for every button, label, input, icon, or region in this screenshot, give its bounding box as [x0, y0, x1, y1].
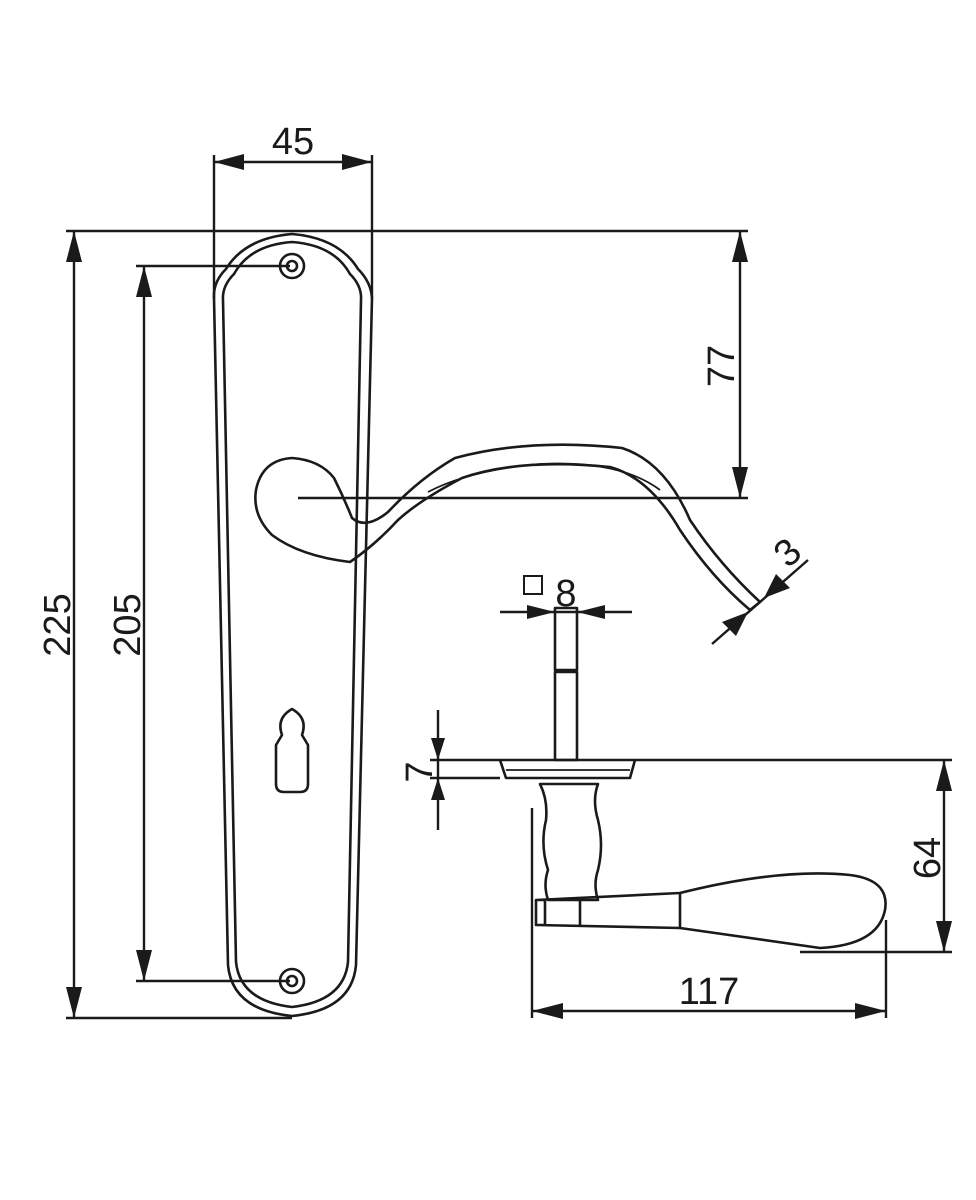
dim-label-225: 225 [37, 593, 79, 656]
dim-label-7: 7 [399, 761, 441, 782]
lever-edge-line [427, 462, 661, 493]
front-lever [254, 443, 762, 612]
neck [538, 782, 603, 902]
backplate-inner-outline [221, 240, 363, 1009]
square-symbol [523, 575, 543, 595]
dim-label-117: 117 [679, 971, 740, 1013]
keyhole [274, 707, 310, 794]
dimension-labels: 45 225 205 77 3 8 7 64 117 [37, 121, 949, 1013]
dim-label-77: 77 [701, 345, 743, 387]
dimension-lines [66, 154, 952, 1020]
lever-outline [254, 443, 762, 612]
dim-label-64: 64 [907, 837, 949, 879]
rose-plate [498, 758, 637, 780]
side-lever [534, 872, 887, 950]
spindle [553, 606, 579, 762]
dim-label-8: 8 [555, 573, 576, 615]
dim-label-45: 45 [272, 121, 314, 163]
dim-label-3: 3 [766, 530, 810, 575]
side-view [498, 606, 887, 950]
dim-label-205: 205 [107, 593, 149, 656]
backplate [212, 232, 374, 1018]
